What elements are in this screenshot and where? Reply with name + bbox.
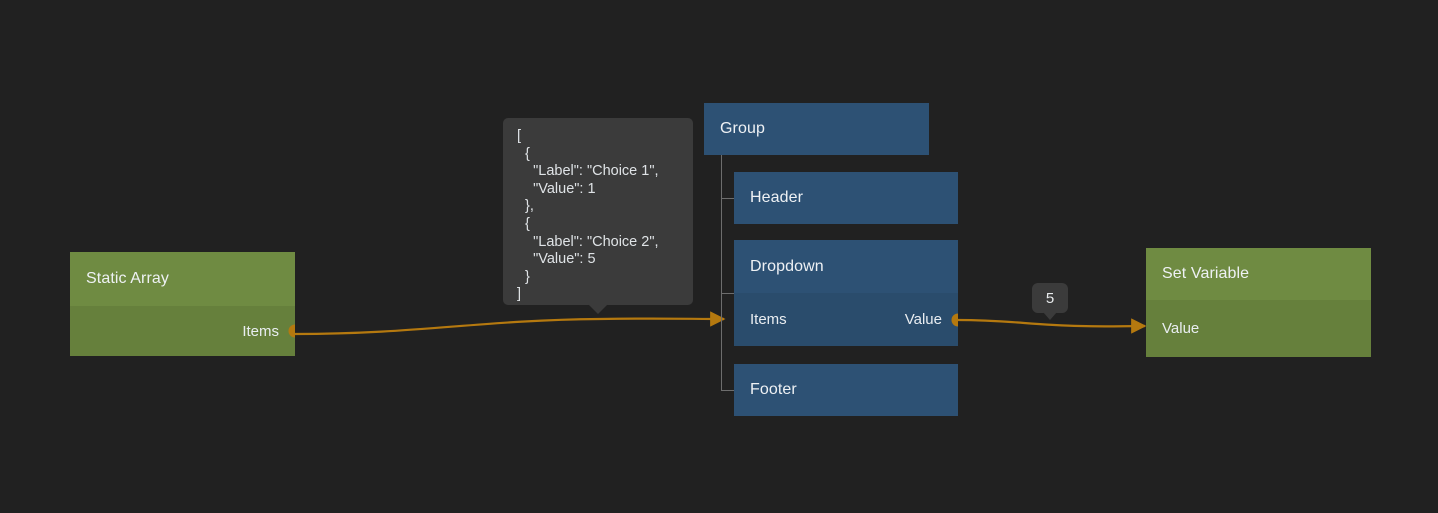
node-header[interactable]: Header xyxy=(734,172,958,224)
output-port-value[interactable] xyxy=(951,313,958,327)
node-set-variable-body: Value xyxy=(1146,300,1371,357)
node-dropdown[interactable]: Dropdown Items Value xyxy=(734,240,958,346)
node-footer[interactable]: Footer xyxy=(734,364,958,416)
items-preview-json: [ { "Label": "Choice 1", "Value": 1 }, {… xyxy=(517,128,659,303)
node-set-variable-title: Set Variable xyxy=(1146,248,1371,300)
edge-static-array-to-dropdown xyxy=(294,311,726,336)
group-tree-spine xyxy=(721,155,722,390)
edge-value-badge-text: 5 xyxy=(1045,289,1055,307)
port-label-items-out: Items xyxy=(242,322,279,340)
output-port-items[interactable] xyxy=(288,324,295,338)
node-dropdown-title: Dropdown xyxy=(734,240,958,293)
node-static-array-title: Static Array xyxy=(70,252,295,306)
port-label-items-in: Items xyxy=(750,311,787,328)
node-header-title: Header xyxy=(734,172,958,224)
port-row-set-variable: Value xyxy=(1146,300,1371,357)
group-tree-branch-dropdown xyxy=(721,293,734,294)
node-footer-title: Footer xyxy=(734,364,958,416)
node-set-variable[interactable]: Set Variable Value xyxy=(1146,248,1371,357)
edge-value-badge: 5 xyxy=(1032,283,1068,320)
node-group[interactable]: Group xyxy=(704,103,929,155)
port-row-items: Items xyxy=(70,306,295,356)
node-static-array[interactable]: Static Array Items xyxy=(70,252,295,356)
badge-pointer-icon xyxy=(1043,312,1057,320)
node-static-array-body: Items xyxy=(70,306,295,356)
node-dropdown-body: Items Value xyxy=(734,293,958,346)
items-preview-tooltip: [ { "Label": "Choice 1", "Value": 1 }, {… xyxy=(503,118,693,314)
tooltip-pointer-icon xyxy=(588,304,608,314)
node-group-title: Group xyxy=(704,103,929,155)
port-label-value-in: Value xyxy=(1162,320,1200,337)
group-tree-branch-footer xyxy=(721,390,734,391)
edge-dropdown-to-set-variable xyxy=(957,318,1147,334)
port-row-dropdown: Items Value xyxy=(734,293,958,346)
port-label-value-out: Value xyxy=(904,311,942,328)
group-tree-branch-header xyxy=(721,198,734,199)
